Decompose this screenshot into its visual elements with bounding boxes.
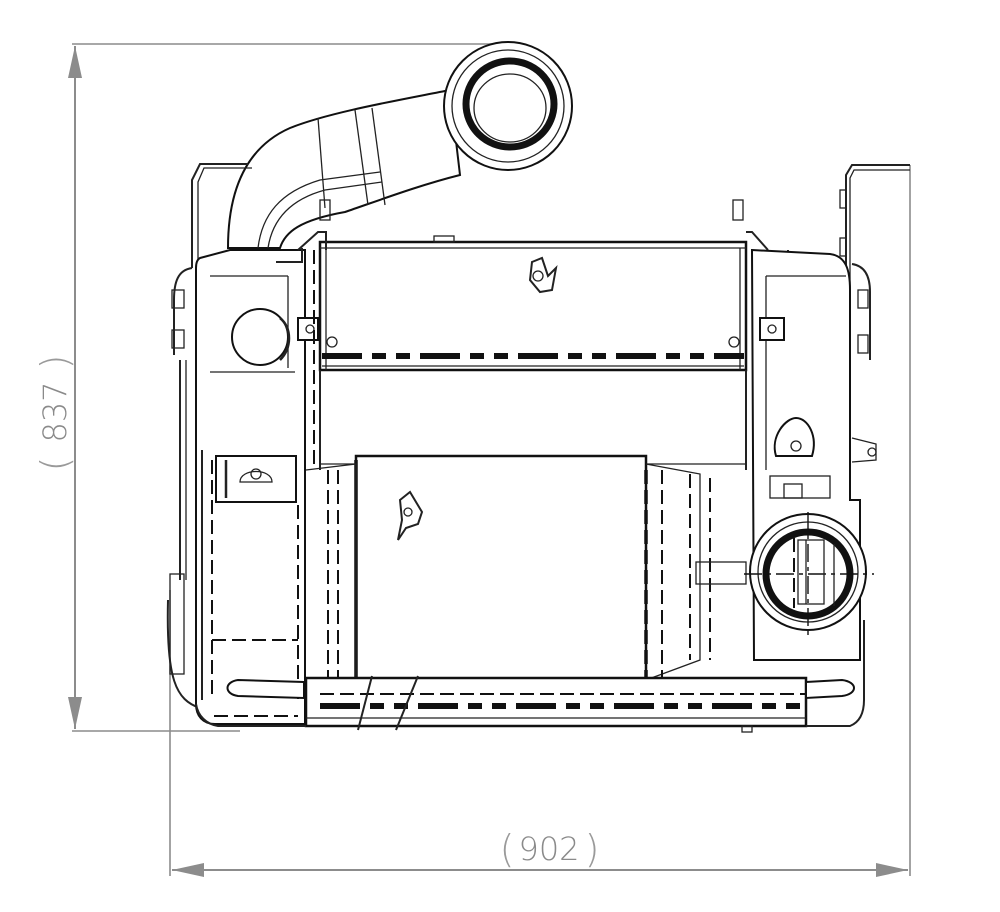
left-mounting-bracket — [166, 163, 252, 709]
svg-text:(: ( — [33, 457, 77, 472]
dpf-sensor-icon — [397, 490, 424, 541]
width-value: 902 — [518, 830, 579, 868]
arrow-left-icon — [172, 863, 204, 877]
upper-canister — [276, 199, 789, 372]
arrow-right-icon — [876, 863, 908, 877]
svg-text:(: ( — [500, 827, 515, 871]
width-dimension: ( 902 ) — [169, 165, 911, 877]
left-end-cap — [195, 249, 319, 725]
height-dimension: ( 837 ) — [33, 43, 505, 732]
svg-text:): ) — [33, 355, 77, 370]
inlet-pipe — [226, 41, 573, 249]
outlet-flange — [744, 512, 874, 636]
height-value: 837 — [36, 381, 74, 442]
lower-canister — [305, 454, 747, 687]
sensor-boss-icon — [528, 256, 558, 294]
arrow-down-icon — [68, 697, 82, 729]
watermark — [812, 13, 822, 48]
base-rail — [226, 675, 855, 733]
arrow-up-icon — [68, 46, 82, 78]
outer-shell — [195, 620, 865, 727]
height-label: ( 837 ) — [33, 355, 77, 472]
svg-text:): ) — [585, 827, 600, 871]
